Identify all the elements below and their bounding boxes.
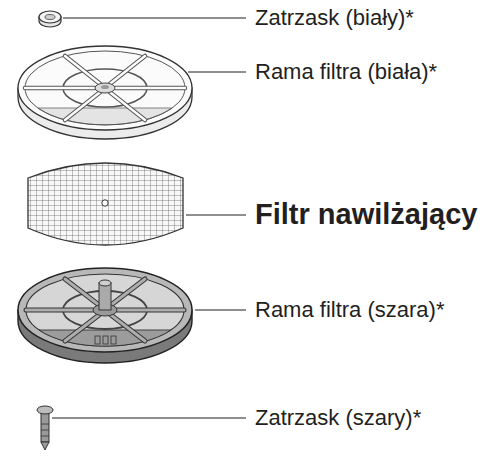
part-label: Rama filtra (biała)* (255, 59, 437, 84)
part-label: Zatrzask (szary)* (255, 405, 421, 430)
grey-snap (37, 406, 53, 450)
white-filter-frame (18, 46, 192, 139)
humidifying-filter (20, 140, 190, 270)
part-label: Zatrzask (biały)* (255, 5, 414, 30)
grey-filter-frame (18, 268, 192, 363)
part-title: Filtr nawilżający (255, 198, 477, 231)
leader-lines (52, 18, 246, 418)
part-label: Rama filtra (szara)* (255, 297, 444, 322)
white-snap (39, 11, 61, 27)
